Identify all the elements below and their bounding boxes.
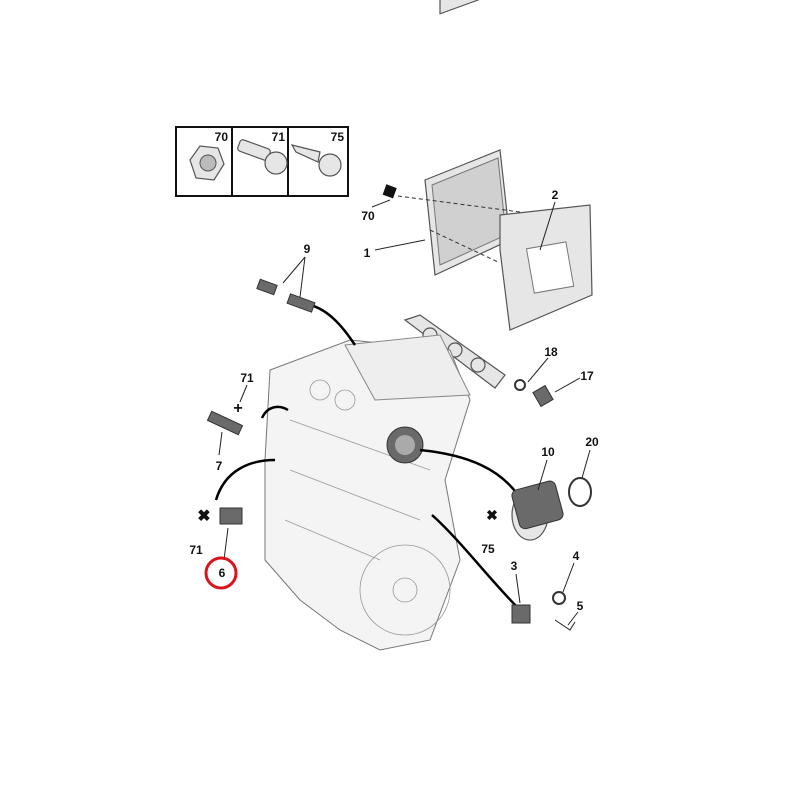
sensor-9 bbox=[256, 278, 316, 313]
callout-18: 18 bbox=[544, 345, 558, 359]
bolt-icon bbox=[237, 139, 288, 175]
sensor-3 bbox=[511, 604, 531, 624]
callout-3: 3 bbox=[511, 559, 518, 573]
callout-9: 9 bbox=[304, 242, 311, 256]
callout-2: 2 bbox=[552, 188, 559, 202]
screw-marker: + bbox=[233, 400, 242, 417]
callout-4: 4 bbox=[573, 549, 580, 563]
wire-harness bbox=[260, 405, 289, 419]
wire-harness bbox=[431, 514, 521, 611]
legend-label-70: 70 bbox=[215, 130, 229, 144]
callout-75: 75 bbox=[481, 542, 495, 556]
nut-icon bbox=[189, 145, 225, 181]
air-flow-meter bbox=[511, 480, 564, 541]
o-ring-20 bbox=[568, 477, 592, 507]
ecu-bracket bbox=[499, 204, 593, 331]
callout-10: 10 bbox=[541, 445, 555, 459]
clip-5 bbox=[554, 619, 576, 631]
seal-4 bbox=[552, 591, 566, 605]
nut-marker bbox=[382, 184, 397, 199]
throttle-body bbox=[386, 426, 424, 464]
wire-harness bbox=[309, 303, 357, 346]
callout-70: 70 bbox=[361, 209, 375, 223]
legend-label-75: 75 bbox=[331, 130, 345, 144]
callout-5: 5 bbox=[577, 599, 584, 613]
callout-71-top: 71 bbox=[240, 371, 254, 385]
callout-17: 17 bbox=[580, 369, 594, 383]
wire-harness bbox=[419, 448, 520, 496]
callout-6: 6 bbox=[219, 566, 226, 580]
highlight-circle bbox=[204, 556, 238, 590]
callout-20: 20 bbox=[585, 435, 599, 449]
wire-harness bbox=[214, 458, 276, 501]
screw-marker: ✖ bbox=[486, 507, 498, 523]
sensor-7 bbox=[206, 410, 244, 436]
fuel-pressure-sensor bbox=[514, 379, 554, 408]
callout-71-bottom: 71 bbox=[189, 543, 203, 557]
self-tapping-screw-icon bbox=[290, 144, 342, 177]
legend-label-71: 71 bbox=[272, 130, 286, 144]
callout-1: 1 bbox=[364, 246, 371, 260]
callout-7: 7 bbox=[216, 459, 223, 473]
screw-marker: ✖ bbox=[197, 508, 210, 525]
fastener-legend: 70 71 75 bbox=[175, 126, 349, 197]
sensor-6 bbox=[219, 507, 243, 525]
engine-block bbox=[264, 334, 471, 651]
